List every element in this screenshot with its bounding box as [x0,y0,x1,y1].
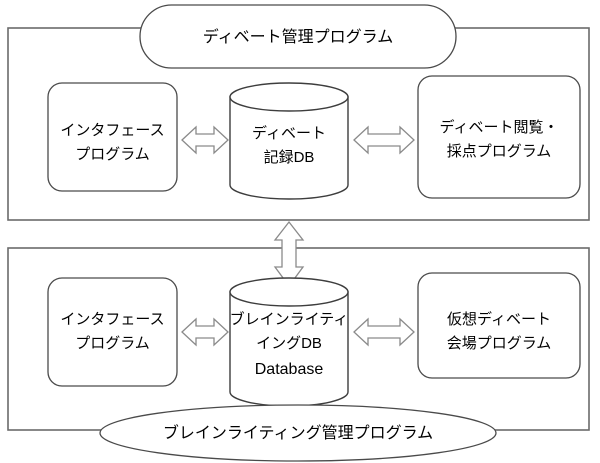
lower-interface-program-label-line2: プログラム [75,335,150,352]
lower-virtual-venue-label-line1: 仮想ディベート [447,310,551,328]
lower-database-cylinder-top [229,277,349,307]
upper-review-scoring-program-box[interactable] [417,75,581,199]
upper-review-scoring-label-line1: ディベート閲覧・ [440,118,559,136]
upper-banner-label: ディベート管理プログラム [203,27,393,46]
upper-left-db-double-arrow-icon [181,125,229,155]
lower-virtual-venue-label-line2: 会場プログラム [447,335,552,352]
lower-interface-program-box[interactable] [47,277,178,387]
upper-database-label-line1: ディベート [252,124,326,142]
lower-database-label-line3: Database [255,361,324,378]
lower-db-right-double-arrow-icon [353,317,415,347]
lower-left-db-double-arrow-icon [181,317,229,347]
upper-interface-program-box[interactable] [47,82,178,192]
lower-database-label-line1: ブレインライティ [230,310,349,328]
upper-interface-program-label-line1: インタフェース [60,122,164,139]
lower-interface-program-label-line1: インタフェース [60,311,164,328]
upper-banner-shape[interactable] [139,4,457,69]
lower-banner-shape[interactable] [99,404,497,462]
upper-database-label-line2: 記録DB [264,149,315,166]
section-link-double-arrow-icon [273,220,305,288]
upper-interface-program-label-line2: プログラム [75,146,150,163]
lower-banner-label: ブレインライティング管理プログラム [163,423,433,442]
upper-review-scoring-label-line2: 採点プログラム [447,143,552,160]
upper-database-cylinder-top [229,82,349,112]
lower-virtual-venue-program-box[interactable] [417,272,581,379]
upper-db-right-double-arrow-icon [353,125,415,155]
lower-database-label-line2: イングDB [256,335,322,352]
upper-database-cylinder-body[interactable] [229,96,349,200]
